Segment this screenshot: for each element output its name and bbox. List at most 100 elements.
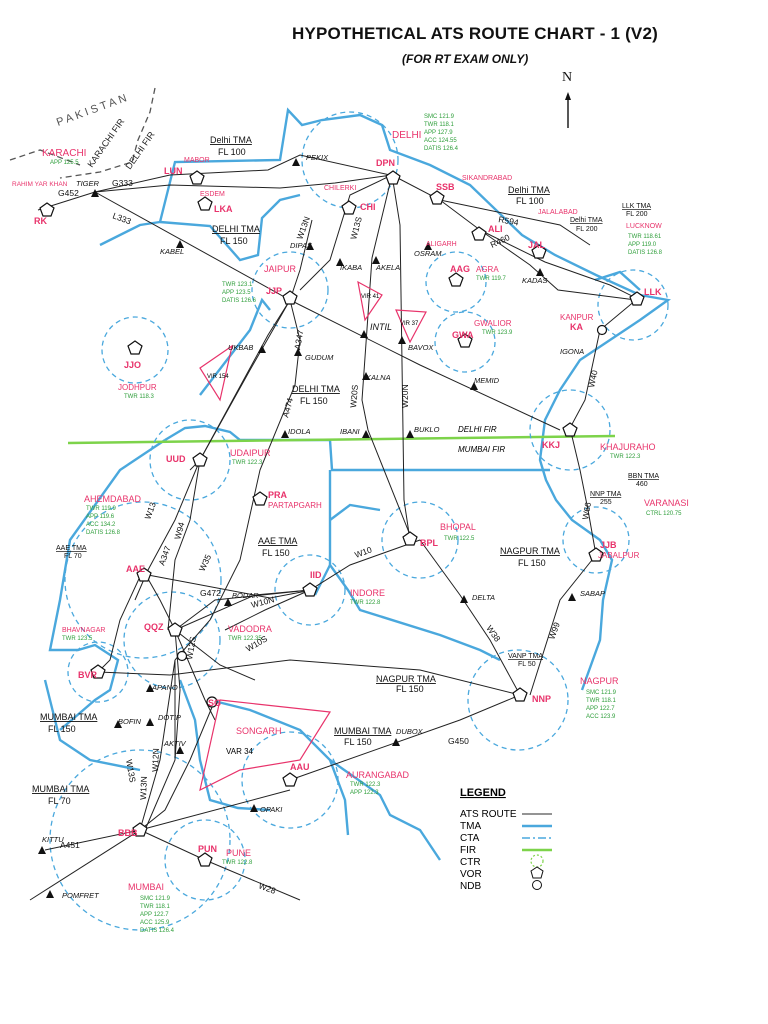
tma-llk-fl: FL 200: [626, 211, 648, 218]
legend-vor-icon: [530, 866, 544, 879]
fix-bofin: BOFIN: [118, 717, 142, 726]
vir-37-label: VIR 37: [400, 321, 419, 327]
route-w94: W94: [172, 521, 186, 541]
label-aau: AAU: [290, 762, 310, 772]
tma-aae70-name: AAE TMA: [56, 545, 87, 552]
tma-vanp-fl: FL 50: [518, 661, 536, 668]
legend-ndb-icon: [532, 880, 542, 890]
fix-ibani: IBANI: [340, 427, 360, 436]
freq-agra: TWR 119.7: [476, 276, 507, 282]
bbb-airport-icon: [132, 822, 148, 837]
reporting-points: [38, 158, 576, 898]
restricted-areas: [199, 280, 427, 792]
airport-name-labels: KARACHI RAHIM YAR KHAN MABOR ESDEM DELHI…: [12, 130, 689, 892]
route-w12n: W12N: [150, 748, 161, 772]
freq-pune: TWR 122.8: [222, 860, 253, 866]
vir-41-label: VIR 41: [361, 294, 380, 300]
tma-bbn-fl: 460: [636, 481, 648, 488]
legend-title: LEGEND: [460, 787, 506, 799]
route-w13s-south: W13S: [124, 759, 138, 784]
label-jjb: JJB: [600, 540, 617, 550]
fix-dotip: DOTIP: [158, 713, 181, 722]
label-nnp: NNP: [532, 694, 551, 704]
route-a347: A347: [292, 329, 305, 351]
route-w35: W35: [197, 553, 214, 573]
name-jabalpur: JABALPUR: [598, 551, 640, 560]
freq-varanasi: CTRL 120.75: [646, 511, 682, 517]
route-a347-aae: A347: [156, 544, 172, 566]
lun-airport-icon: [189, 170, 205, 185]
bpl-airport-icon: [402, 531, 418, 546]
route-g472: G472: [200, 588, 221, 598]
fix-gudum: GUDUM: [305, 353, 334, 362]
tma-aae70-fl: FL 70: [64, 553, 82, 560]
name-mabor: MABOR: [184, 157, 210, 164]
label-aae: AAE: [126, 564, 145, 574]
freq-delhi-0: SMC 121.9: [424, 114, 455, 120]
pun-airport-icon: [197, 852, 213, 867]
var-34-label: VAR 34: [226, 747, 254, 756]
ali-airport-icon: [471, 226, 487, 241]
name-partapgarh: PARTAPGARH: [268, 501, 322, 510]
tma-nagpur2-fl: FL 150: [396, 684, 424, 694]
tma-mumbai70-name: MUMBAI TMA: [32, 784, 89, 794]
tma-nagpur-name: NAGPUR TMA: [500, 546, 560, 556]
freq-mumbai-3: ACC 125.9: [140, 920, 170, 926]
name-jodhpur: JODHPUR: [118, 383, 157, 392]
name-varanasi: VARANASI: [644, 498, 689, 508]
route-w99: W99: [546, 621, 561, 641]
tma-delhi-west-fl: FL 100: [218, 147, 246, 157]
tma-vanp-name: VANP TMA: [508, 653, 543, 660]
freq-aurangabad-0: TWR 122.3: [350, 782, 381, 788]
iid-airport-icon: [302, 582, 318, 597]
tma-delhi200-name: Delhi TMA: [570, 217, 603, 224]
freq-delhi-1: TWR 118.1: [424, 122, 455, 128]
freq-nagpur-0: SMC 121.9: [586, 690, 617, 696]
label-llk: LLK: [644, 287, 662, 297]
tma-delhi200-fl: FL 200: [576, 226, 598, 233]
delhi-fir-label: DELHI FIR: [458, 425, 497, 434]
route-g333: G333: [112, 178, 133, 188]
uud-airport-icon: [192, 452, 208, 467]
freq-lucknow-0: TWR 118.61: [628, 234, 662, 240]
tma-delhi-east-name: Delhi TMA: [508, 185, 550, 195]
freq-vadodra: TWR 122.35: [228, 636, 262, 642]
label-qqz: QQZ: [144, 622, 164, 632]
route-w13n-south: W13N: [138, 776, 149, 800]
freq-mumbai-0: SMC 121.9: [140, 896, 171, 902]
name-jalalabad: JALALABAD: [538, 209, 578, 216]
name-esdem: ESDEM: [200, 191, 225, 198]
route-w40: W40: [586, 369, 599, 388]
tma-delhi-west-name: Delhi TMA: [210, 135, 252, 145]
freq-nagpur-2: APP 122.7: [586, 706, 615, 712]
fix-ikaba: IKABA: [340, 263, 362, 272]
route-a451: A451: [60, 840, 80, 850]
label-sg: SG: [208, 698, 221, 708]
ssb-airport-icon: [429, 190, 445, 205]
name-karachi: KARACHI: [42, 148, 86, 159]
freq-karachi: APP 125.5: [50, 160, 79, 166]
ndb-markers: [176, 324, 608, 708]
tma-bbn-name: BBN TMA: [628, 473, 659, 480]
fir-boundary: [67, 434, 616, 445]
freq-delhi-4: DATIS 126.4: [424, 146, 459, 152]
label-lun: LUN: [164, 166, 183, 176]
name-aurangabad: AURANGABAD: [346, 770, 410, 780]
label-uud: UUD: [166, 454, 186, 464]
fix-bodar: BODAR: [232, 591, 259, 600]
tma-mumbai-name: MUMBAI TMA: [40, 712, 97, 722]
fix-ukbab: UKBAB: [228, 343, 253, 352]
label-chi: CHI: [360, 202, 376, 212]
airport-code-labels: RK LUN LKA DPN CHI SSB ALI JAL AAG LLK J…: [34, 158, 662, 854]
label-kkj: KKJ: [542, 440, 560, 450]
north-arrow-icon: [565, 92, 571, 128]
freq-ahemdabad-3: DATIS 126.8: [86, 530, 121, 536]
fix-kabel: KABEL: [160, 247, 184, 256]
freq-udaipur: TWR 122.3: [232, 460, 263, 466]
name-udaipur: UDAIPUR: [230, 448, 271, 458]
legend-tma-label: TMA: [460, 821, 481, 832]
label-jjp: JJP: [266, 286, 282, 296]
label-jjo: JJO: [124, 360, 141, 370]
ndb-ka-icon: [596, 324, 608, 336]
fix-buklo: BUKLO: [414, 425, 440, 434]
